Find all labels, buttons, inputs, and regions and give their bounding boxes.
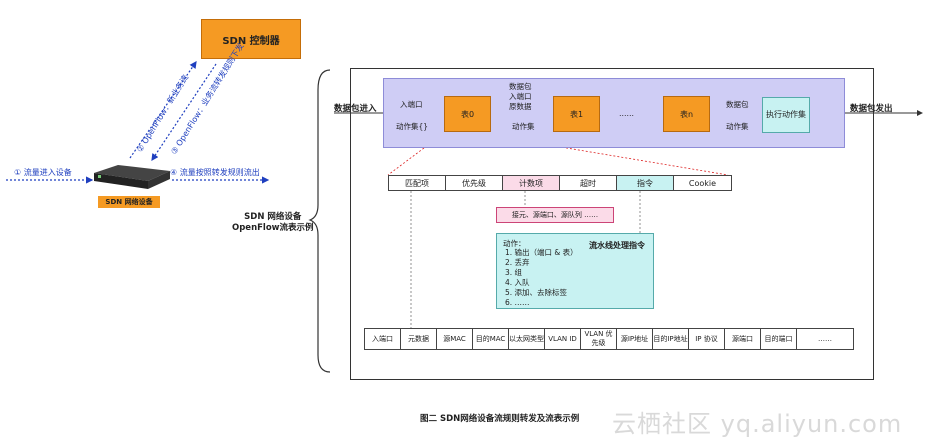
openflow-up-arrow bbox=[129, 61, 197, 159]
flow-in-label: ① 流量进入设备 bbox=[14, 168, 72, 177]
entry-field: Cookie bbox=[688, 178, 717, 188]
match-field: 元数据 bbox=[401, 329, 437, 349]
watermark: 云栖社区 yq.aliyun.com bbox=[612, 410, 903, 438]
instruction-item: 2. 丢弃 bbox=[505, 258, 530, 267]
device-label: SDN 网络设备 bbox=[98, 196, 160, 208]
match-field: 目的端口 bbox=[761, 329, 797, 349]
action-set-label-2: 动作集 bbox=[512, 122, 535, 131]
action-set-label-3: 动作集 bbox=[726, 122, 749, 131]
figure-caption: 图二 SDN网络设备流规则转发及流表示例 bbox=[420, 414, 580, 424]
entry-field: 计数项 bbox=[503, 176, 560, 190]
openflow-down-arrow bbox=[151, 63, 217, 161]
packet-label: 数据包 bbox=[726, 100, 749, 109]
instructions-heading: 动作： bbox=[503, 239, 526, 248]
brace bbox=[308, 69, 331, 373]
match-field: 以太网类型 bbox=[509, 329, 545, 349]
ellipsis-label: …… bbox=[619, 109, 634, 118]
instruction-item: 6. …… bbox=[505, 298, 530, 307]
entry-field: 优先级 bbox=[446, 176, 503, 190]
sdn-controller-box: SDN 控制器 bbox=[201, 19, 301, 59]
match-field: …… bbox=[818, 334, 832, 343]
example-label-line2: OpenFlow流表示例 bbox=[232, 223, 314, 233]
example-label: SDN 网络设备 OpenFlow流表示例 bbox=[232, 212, 314, 234]
entry-field: 指令 bbox=[617, 176, 674, 190]
match-field: IP 协议 bbox=[689, 329, 725, 349]
instructions-title: 流水线处理指令 bbox=[589, 241, 645, 250]
controller-label: SDN 控制器 bbox=[222, 35, 280, 47]
instruction-item: 4. 入队 bbox=[505, 278, 530, 287]
instruction-item: 1. 输出（端口 & 表） bbox=[505, 248, 578, 257]
counters-box: 接元、源端口、源队列 …… bbox=[496, 207, 614, 223]
match-fields-row: 入端口 元数据 源MAC 目的MAC 以太网类型 VLAN ID VLAN 优先… bbox=[364, 328, 854, 350]
match-field: VLAN ID bbox=[545, 329, 581, 349]
table-0: 表0 bbox=[444, 96, 491, 132]
network-device-icon bbox=[94, 165, 170, 189]
flow-table-frame bbox=[350, 68, 874, 380]
instruction-item: 3. 组 bbox=[505, 268, 523, 277]
entry-field: 超时 bbox=[560, 176, 617, 190]
match-field: 源端口 bbox=[725, 329, 761, 349]
openflow-labels: ② OpenFlow：新业务流 ③ OpenFlow：业务流转发规则下发 bbox=[124, 42, 245, 160]
flow-out-label: ④ 流量按照转发规则流出 bbox=[170, 168, 260, 177]
execute-action-set-box: 执行动作集 bbox=[762, 97, 810, 133]
example-label-line1: SDN 网络设备 bbox=[244, 212, 302, 222]
match-field: VLAN 优先级 bbox=[581, 329, 617, 349]
match-field: 源MAC bbox=[437, 329, 473, 349]
instructions-box: 动作： 流水线处理指令 1. 输出（端口 & 表） 2. 丢弃 3. 组 4. … bbox=[496, 233, 654, 309]
instruction-list: 1. 输出（端口 & 表） 2. 丢弃 3. 组 4. 入队 5. 添加、去除标… bbox=[505, 248, 578, 308]
match-field: 目的MAC bbox=[473, 329, 509, 349]
entry-field: 匹配项 bbox=[389, 176, 446, 190]
ingress-port-label: 入端口 bbox=[400, 100, 423, 109]
table-n: 表n bbox=[663, 96, 710, 132]
match-field: 入端口 bbox=[365, 329, 401, 349]
match-field: 源IP地址 bbox=[617, 329, 653, 349]
match-field: 目的IP地址 bbox=[653, 329, 689, 349]
action-set-label: 动作集{} bbox=[396, 122, 429, 131]
instruction-item: 5. 添加、去除标签 bbox=[505, 288, 568, 297]
entry-fields-row: 匹配项 优先级 计数项 超时 指令 Cookie bbox=[388, 175, 732, 191]
table-1: 表1 bbox=[553, 96, 600, 132]
packet-in-label: 数据包进入 bbox=[334, 104, 377, 114]
metadata-labels: 数据包 入端口 原数据 bbox=[509, 82, 532, 111]
packet-out-label: 数据包发出 bbox=[850, 104, 893, 114]
